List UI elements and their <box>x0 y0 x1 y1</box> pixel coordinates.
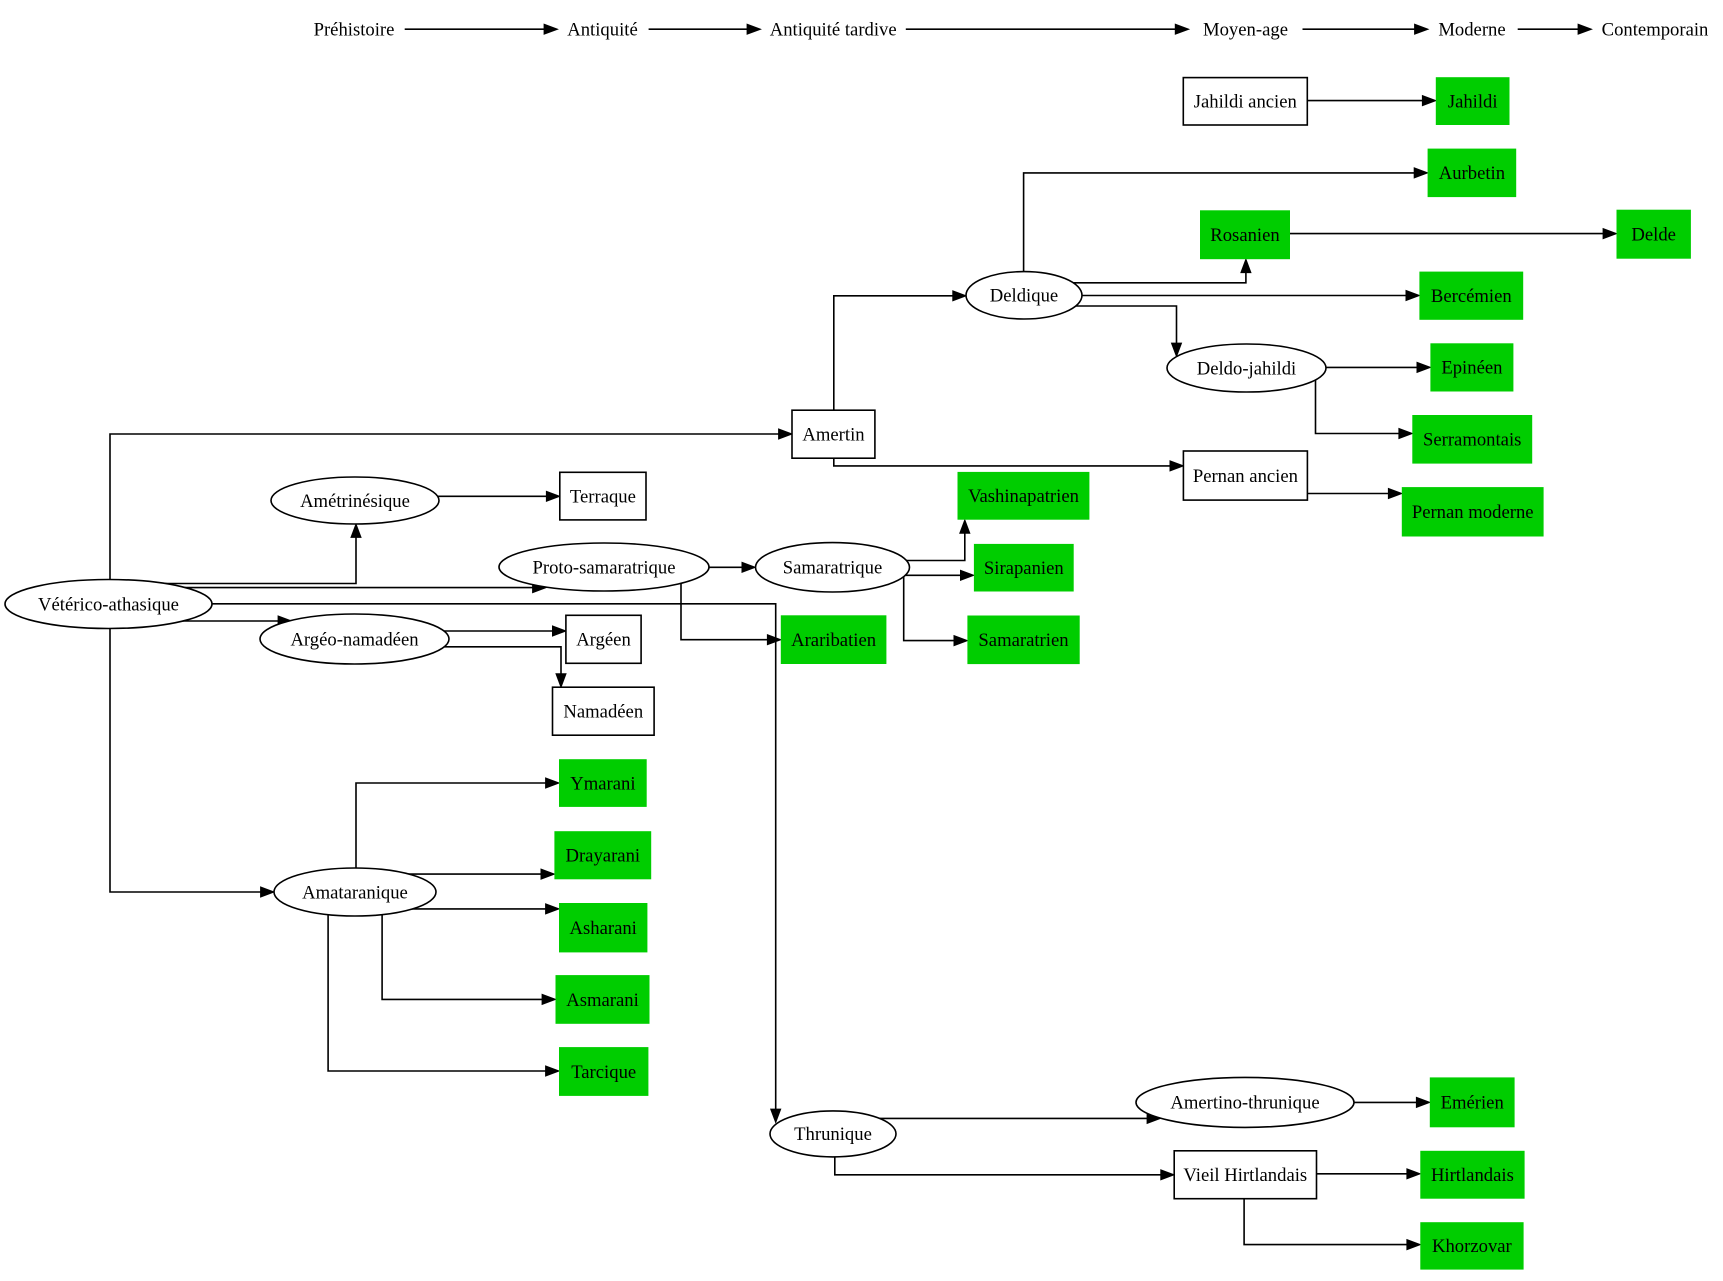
svg-text:Antiquité: Antiquité <box>567 20 637 41</box>
svg-text:Amertino-thrunique: Amertino-thrunique <box>1170 1093 1319 1114</box>
svg-text:Vétérico-athasique: Vétérico-athasique <box>38 594 179 615</box>
svg-text:Moyen-age: Moyen-age <box>1203 20 1288 41</box>
svg-text:Préhistoire: Préhistoire <box>314 20 395 41</box>
svg-text:Argéen: Argéen <box>576 630 631 651</box>
svg-text:Samaratrien: Samaratrien <box>978 630 1069 651</box>
svg-text:Contemporain: Contemporain <box>1602 20 1709 41</box>
svg-text:Hirtlandais: Hirtlandais <box>1431 1165 1514 1186</box>
svg-text:Deldique: Deldique <box>990 286 1058 307</box>
svg-text:Ymarani: Ymarani <box>570 773 635 794</box>
svg-text:Jahildi ancien: Jahildi ancien <box>1194 92 1298 113</box>
svg-text:Thrunique: Thrunique <box>794 1124 872 1145</box>
svg-text:Aurbetin: Aurbetin <box>1439 163 1506 184</box>
svg-text:Asharani: Asharani <box>570 918 637 939</box>
svg-text:Delde: Delde <box>1631 225 1676 246</box>
svg-text:Serramontais: Serramontais <box>1423 430 1521 451</box>
svg-text:Sirapanien: Sirapanien <box>984 558 1064 579</box>
svg-text:Jahildi: Jahildi <box>1448 91 1498 112</box>
svg-text:Proto-samaratrique: Proto-samaratrique <box>533 557 676 578</box>
svg-text:Araribatien: Araribatien <box>791 630 877 651</box>
svg-text:Emérien: Emérien <box>1441 1093 1505 1114</box>
svg-text:Namadéen: Namadéen <box>563 702 643 723</box>
svg-text:Antiquité tardive: Antiquité tardive <box>770 20 897 41</box>
svg-text:Vashinapatrien: Vashinapatrien <box>968 486 1080 507</box>
svg-text:Moderne: Moderne <box>1438 20 1505 41</box>
svg-text:Bercémien: Bercémien <box>1431 286 1512 307</box>
svg-text:Vieil Hirtlandais: Vieil Hirtlandais <box>1183 1165 1307 1186</box>
svg-text:Khorzovar: Khorzovar <box>1432 1236 1513 1257</box>
svg-text:Amertin: Amertin <box>802 425 865 446</box>
svg-text:Argéo-namadéen: Argéo-namadéen <box>290 629 419 650</box>
svg-text:Asmarani: Asmarani <box>566 990 639 1011</box>
svg-text:Pernan ancien: Pernan ancien <box>1193 466 1299 487</box>
svg-text:Epinéen: Epinéen <box>1441 358 1503 379</box>
svg-text:Rosanien: Rosanien <box>1210 225 1280 246</box>
svg-text:Amétrinésique: Amétrinésique <box>300 491 410 512</box>
svg-text:Amataranique: Amataranique <box>302 882 408 903</box>
svg-text:Pernan moderne: Pernan moderne <box>1412 502 1534 523</box>
svg-text:Samaratrique: Samaratrique <box>783 558 882 579</box>
svg-text:Drayarani: Drayarani <box>566 846 641 867</box>
svg-text:Terraque: Terraque <box>570 486 636 507</box>
svg-text:Tarcique: Tarcique <box>571 1062 636 1083</box>
svg-text:Deldo-jahildi: Deldo-jahildi <box>1197 358 1296 379</box>
